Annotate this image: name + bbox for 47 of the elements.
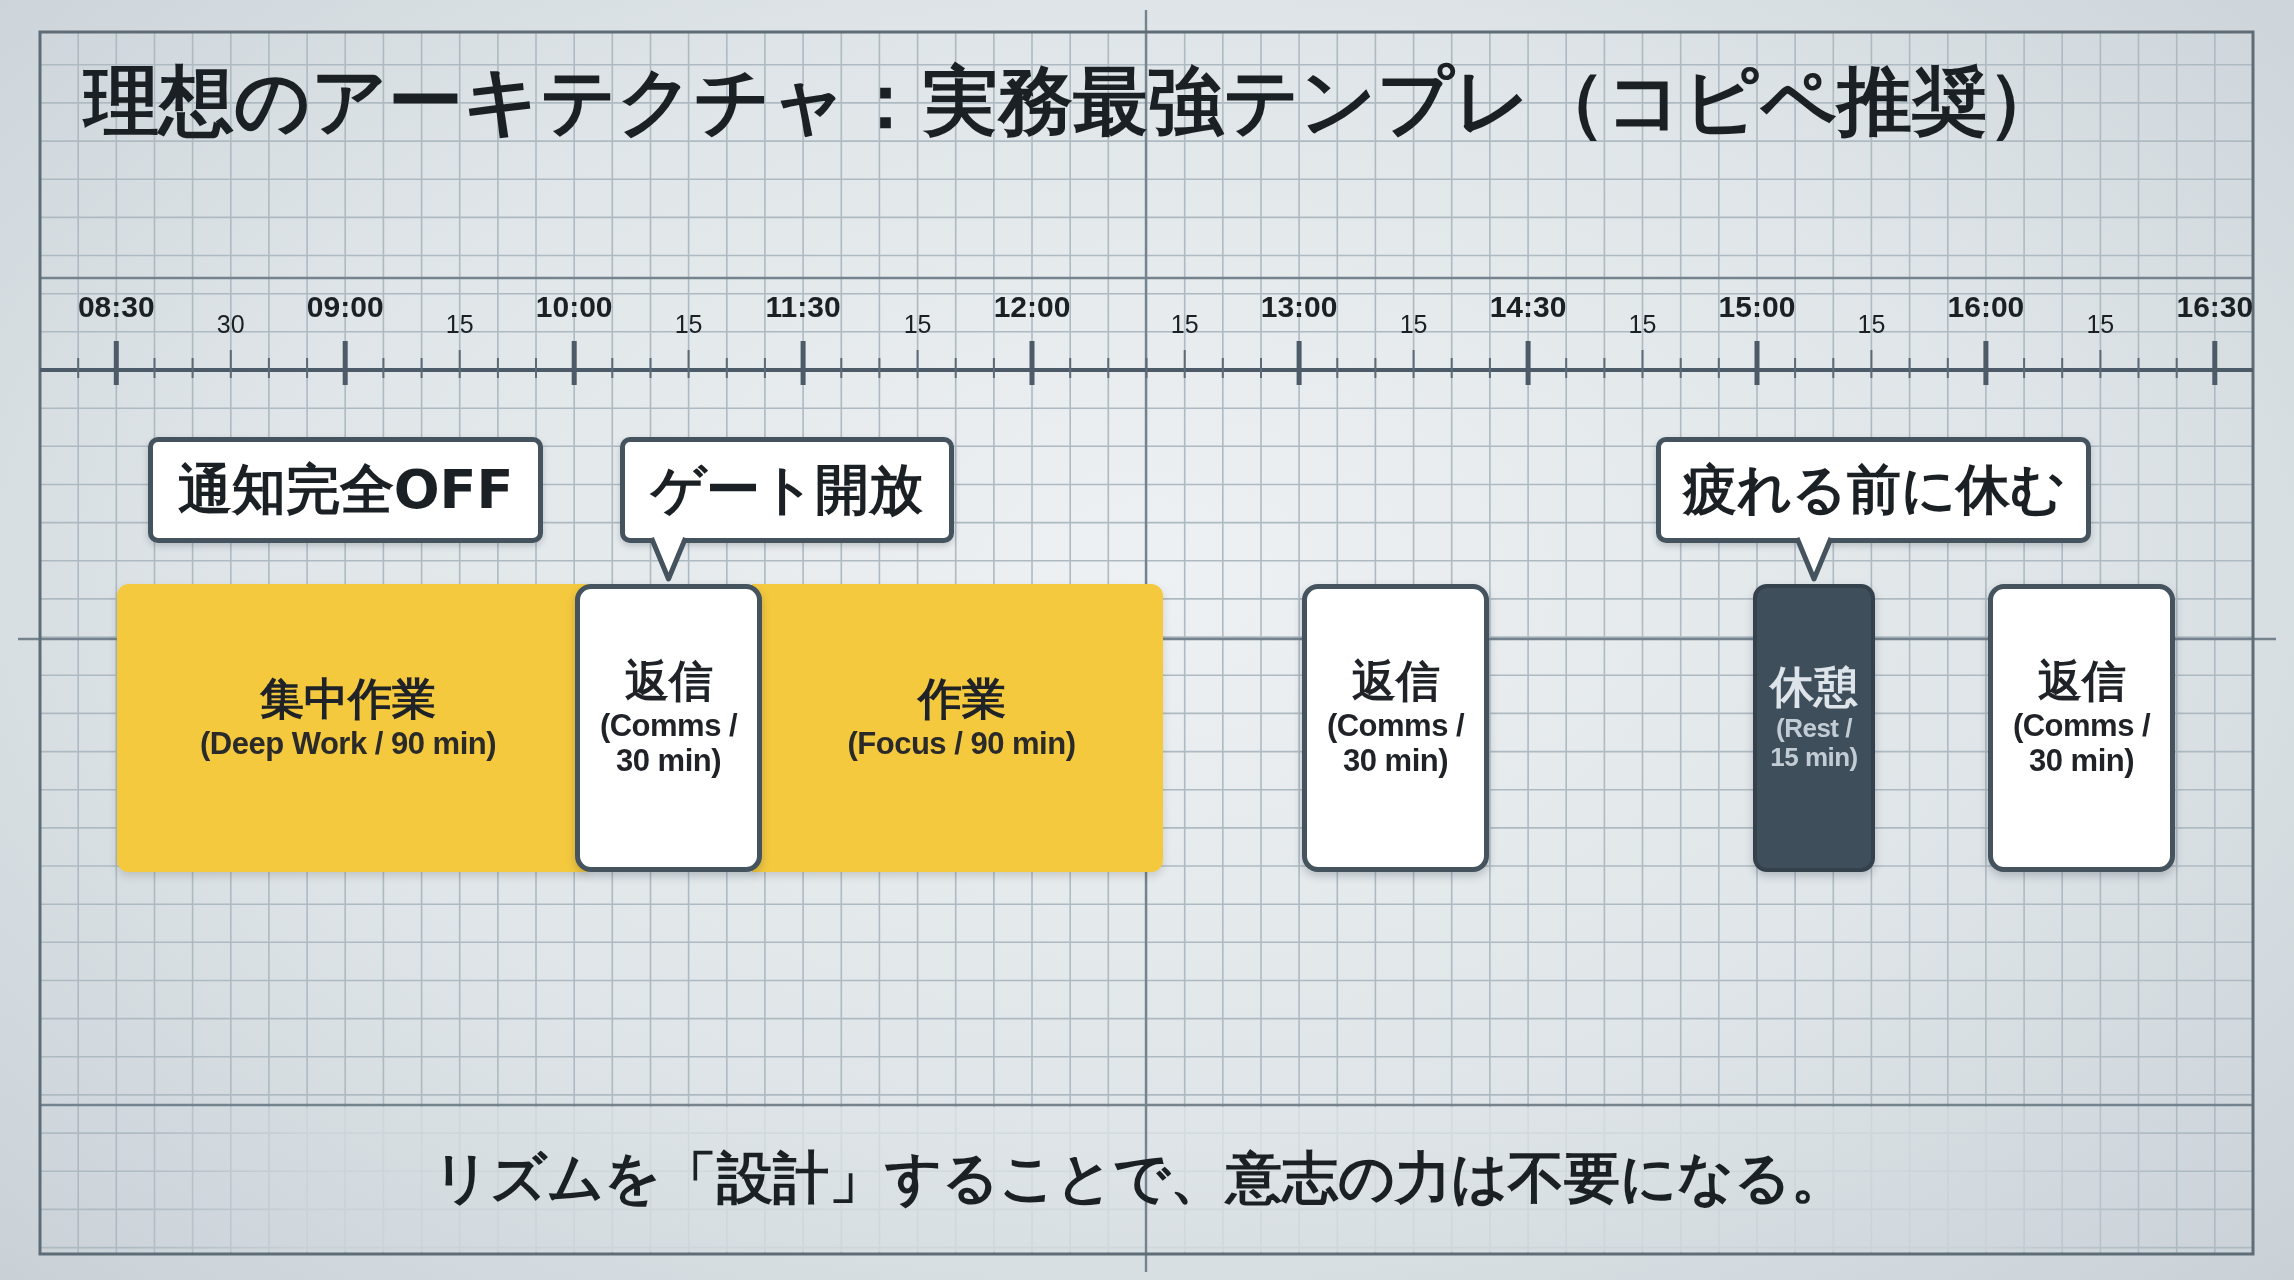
block-title: 返信 bbox=[1351, 654, 1440, 708]
block-title: 作業 bbox=[917, 672, 1006, 726]
minute-label: 15 bbox=[445, 312, 474, 337]
diagram-caption: リズムを「設計」することで、意志の力は不要になる。 bbox=[433, 1144, 1847, 1212]
time-label: 10:00 bbox=[535, 292, 613, 322]
diagram-title: 理想のアーキテクチャ：実務最強テンプレ（コピペ推奨） bbox=[84, 56, 2062, 146]
callout-text: 通知完全OFF bbox=[177, 458, 514, 522]
time-label: 14:30 bbox=[1489, 292, 1567, 322]
block-detail: (Comms / 30 min) bbox=[2011, 707, 2152, 780]
block-detail: (Deep Work / 90 min) bbox=[199, 725, 497, 762]
minute-label: 15 bbox=[1170, 312, 1199, 337]
schedule-block bbox=[1988, 584, 2175, 872]
block-detail: (Comms / 30 min) bbox=[598, 707, 739, 780]
rest-block bbox=[1753, 584, 1875, 872]
time-label: 12:00 bbox=[993, 292, 1071, 322]
schedule-block bbox=[752, 584, 1163, 872]
minute-label: 15 bbox=[1628, 312, 1657, 337]
callout-text: 疲れる前に休む bbox=[1682, 458, 2065, 522]
minute-label: 30 bbox=[216, 312, 245, 337]
block-title: 集中作業 bbox=[260, 672, 436, 726]
minute-label: 15 bbox=[2086, 312, 2115, 337]
block-detail: (Rest / 15 min) bbox=[1769, 713, 1859, 774]
minute-label: 15 bbox=[903, 312, 932, 337]
block-detail: (Focus / 90 min) bbox=[847, 725, 1076, 762]
minute-label: 15 bbox=[1399, 312, 1428, 337]
callout-pointer bbox=[1794, 535, 1834, 582]
schedule-block bbox=[117, 584, 587, 872]
time-label: 15:00 bbox=[1718, 292, 1796, 322]
speech-bubble bbox=[148, 437, 543, 543]
block-title: 返信 bbox=[2037, 654, 2126, 708]
callout-pointer bbox=[649, 535, 688, 582]
minute-label: 15 bbox=[1857, 312, 1886, 337]
time-label: 08:30 bbox=[77, 292, 155, 322]
block-title: 返信 bbox=[624, 654, 713, 708]
time-label: 11:30 bbox=[765, 292, 841, 322]
minute-label: 15 bbox=[674, 312, 703, 337]
speech-bubble bbox=[620, 437, 954, 543]
callout-text: ゲート開放 bbox=[651, 458, 923, 522]
speech-bubble bbox=[1656, 437, 2091, 543]
time-label: 16:30 bbox=[2176, 292, 2254, 322]
schedule-block bbox=[1302, 584, 1489, 872]
time-label: 09:00 bbox=[306, 292, 384, 322]
block-detail: (Comms / 30 min) bbox=[1325, 707, 1466, 780]
time-label: 16:00 bbox=[1947, 292, 2025, 322]
block-title: 休憩 bbox=[1770, 660, 1858, 714]
schedule-block bbox=[575, 584, 762, 872]
time-label: 13:00 bbox=[1260, 292, 1338, 322]
